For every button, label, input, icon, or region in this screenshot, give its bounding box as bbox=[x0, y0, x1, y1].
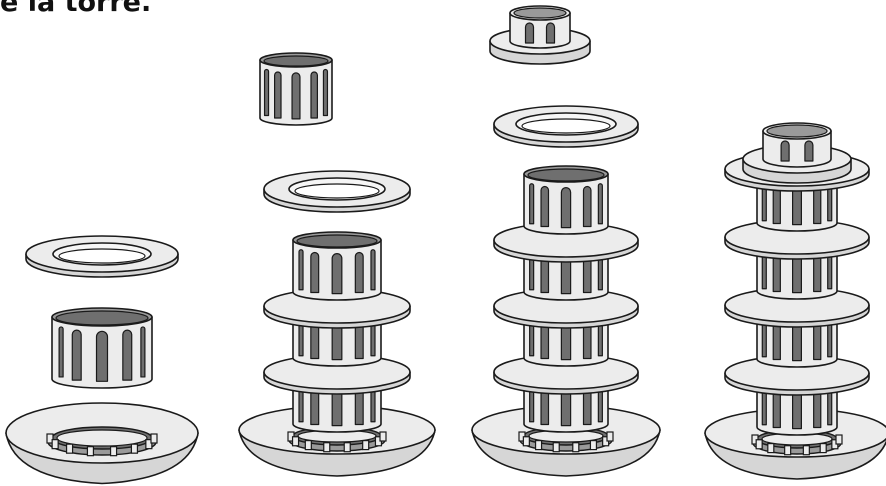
bracket-foot bbox=[607, 432, 613, 441]
basket-slot bbox=[265, 70, 269, 116]
basket-slot bbox=[583, 187, 590, 227]
step-4-assembly bbox=[705, 123, 886, 479]
basket-opening bbox=[528, 169, 604, 181]
bracket-foot bbox=[324, 443, 330, 452]
basket bbox=[260, 53, 332, 125]
basket-slot bbox=[541, 187, 548, 227]
bracket-foot bbox=[523, 437, 529, 446]
basket-opening bbox=[297, 235, 377, 247]
plate bbox=[494, 106, 638, 147]
basket-slot bbox=[141, 327, 145, 377]
cap-window bbox=[526, 23, 534, 43]
plate-hole-inner bbox=[522, 119, 610, 133]
basket-slot bbox=[332, 254, 342, 294]
cap-window bbox=[547, 23, 555, 43]
step-2-assembly bbox=[239, 53, 435, 476]
bracket-foot bbox=[768, 444, 774, 453]
step-3-assembly bbox=[472, 6, 660, 476]
bracket-foot bbox=[363, 441, 369, 450]
basket-slot bbox=[355, 253, 363, 293]
plate-hole-inner bbox=[295, 184, 379, 198]
bracket-ring bbox=[47, 427, 157, 456]
bracket-foot bbox=[803, 446, 809, 455]
bracket-foot bbox=[67, 444, 73, 453]
bracket-foot bbox=[52, 440, 58, 449]
basket-slot bbox=[292, 73, 300, 119]
basket-slot bbox=[561, 188, 570, 228]
cap-opening bbox=[514, 8, 566, 18]
bracket-foot bbox=[785, 446, 791, 455]
plate-hole-inner bbox=[59, 249, 145, 263]
bracket-foot bbox=[553, 443, 559, 452]
bracket-foot bbox=[380, 432, 386, 441]
plate bbox=[264, 171, 410, 212]
cap bbox=[490, 6, 590, 64]
bracket-foot bbox=[131, 444, 137, 453]
bracket-foot bbox=[344, 443, 350, 452]
bracket-foot bbox=[151, 434, 157, 443]
bracket-foot bbox=[111, 447, 117, 456]
bracket-foot bbox=[836, 435, 842, 444]
basket-slot bbox=[371, 250, 375, 290]
plate bbox=[26, 236, 178, 277]
basket-slot bbox=[530, 184, 534, 224]
basket-slot bbox=[598, 184, 602, 224]
basket-slot bbox=[311, 72, 317, 118]
cap-window bbox=[805, 141, 813, 161]
step-1-assembly bbox=[6, 236, 198, 484]
bracket-foot bbox=[590, 441, 596, 450]
bracket-foot bbox=[536, 441, 542, 450]
basket-slot bbox=[323, 70, 327, 116]
cap bbox=[743, 123, 851, 183]
basket bbox=[293, 232, 381, 300]
cap-opening bbox=[767, 125, 827, 137]
basket-slot bbox=[97, 331, 108, 381]
basket-slot bbox=[299, 250, 303, 290]
bracket-foot bbox=[573, 443, 579, 452]
basket bbox=[52, 308, 152, 388]
basket-slot bbox=[123, 330, 132, 380]
basket-slot bbox=[72, 330, 81, 380]
basket-slot bbox=[275, 72, 281, 118]
basket bbox=[524, 166, 608, 234]
bracket-foot bbox=[820, 444, 826, 453]
bracket-foot bbox=[756, 440, 762, 449]
basket-slot bbox=[59, 327, 63, 377]
cap-window bbox=[781, 141, 789, 161]
bracket-foot bbox=[87, 447, 93, 456]
basket-slot bbox=[311, 253, 319, 293]
basket-opening bbox=[264, 56, 328, 66]
bracket-foot bbox=[305, 441, 311, 450]
bracket-foot bbox=[293, 437, 299, 446]
basket-opening bbox=[56, 311, 148, 325]
